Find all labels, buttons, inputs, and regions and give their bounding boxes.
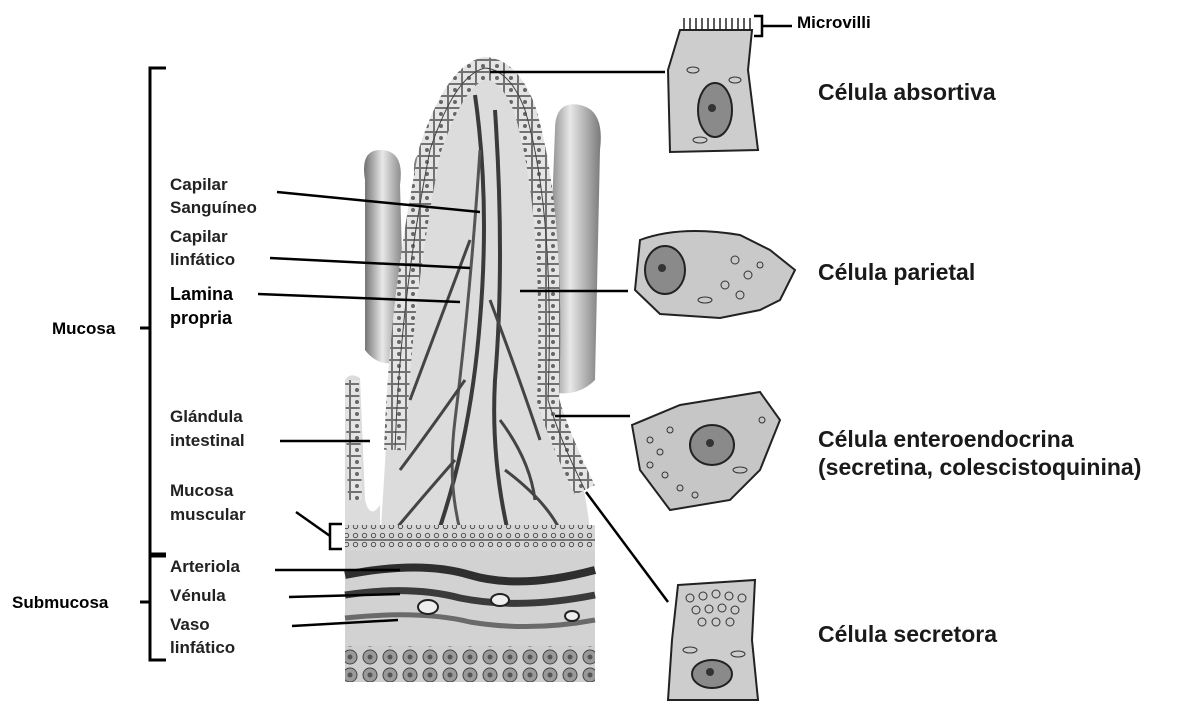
label-lamina-propria-line2: propria [170, 308, 232, 329]
label-capilar-linfatico-line2: linfático [170, 249, 235, 270]
label-glandula-intestinal-line2: intestinal [170, 430, 245, 451]
mucosa-muscular-bracket [330, 524, 342, 549]
label-mucosa-muscular-line2: muscular [170, 504, 246, 525]
label-lamina-propria-line1: Lamina [170, 284, 233, 305]
label-vaso-linfatico-line2: linfático [170, 637, 235, 658]
submucosa-bracket [140, 556, 166, 660]
label-microvilli: Microvilli [797, 12, 871, 33]
enteroendocrine-cell-illustration [632, 392, 780, 510]
label-venula: Vénula [170, 585, 226, 606]
label-glandula-intestinal-line1: Glándula [170, 406, 243, 427]
label-mucosa: Mucosa [52, 318, 115, 339]
label-mucosa-muscular-line1: Mucosa [170, 480, 233, 501]
microvilli-bracket [754, 16, 792, 36]
secretory-cell-illustration [668, 580, 758, 700]
label-capilar-linfatico-line1: Capilar [170, 226, 228, 247]
label-celula-enteroendocrina-line2: (secretina, colescistoquinina) [818, 453, 1141, 481]
label-capilar-sanguineo-line1: Capilar [170, 174, 228, 195]
parietal-cell-illustration [635, 231, 795, 318]
mucosa-bracket [140, 68, 166, 554]
label-arteriola: Arteriola [170, 556, 240, 577]
absorptive-cell-illustration [668, 18, 758, 152]
label-vaso-linfatico-line1: Vaso [170, 614, 210, 635]
label-capilar-sanguineo-line2: Sanguíneo [170, 197, 257, 218]
label-celula-absortiva: Célula absortiva [818, 78, 996, 106]
label-celula-enteroendocrina-line1: Célula enteroendocrina [818, 425, 1074, 453]
label-submucosa: Submucosa [12, 592, 108, 613]
leader-mucosa-muscular [296, 512, 330, 536]
label-celula-parietal: Célula parietal [818, 258, 975, 286]
label-celula-secretora: Célula secretora [818, 620, 997, 648]
leader-celula-secretora [586, 492, 668, 602]
